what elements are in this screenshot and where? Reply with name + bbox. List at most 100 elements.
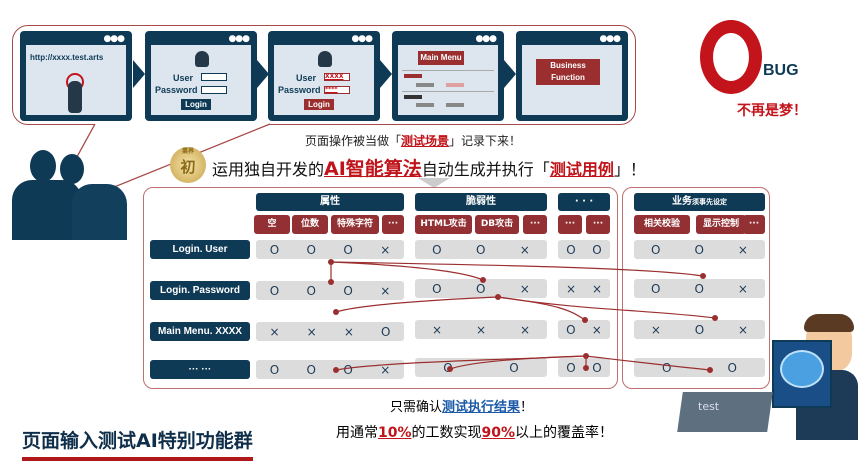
result-mark: × <box>519 281 530 296</box>
group-header-0: 属性 <box>256 193 404 211</box>
result-mark: O <box>269 283 280 298</box>
feature-title: 页面输入测试AI特别功能群 <box>22 426 253 461</box>
result-mark: O <box>432 242 442 257</box>
result-mark: O <box>343 362 353 377</box>
result-mark: × <box>380 362 391 377</box>
sub-header: 显示控制 <box>696 215 746 234</box>
sub-header: DB攻击 <box>475 215 519 234</box>
result-mark: O <box>651 242 661 257</box>
result-mark: O <box>727 360 737 375</box>
connector-dots <box>328 259 718 373</box>
result-caption: 只需确认测试执行结果！ <box>390 400 534 415</box>
result-mark: O <box>306 283 316 298</box>
user-field: XXXX <box>324 73 350 81</box>
result-cell: O O × <box>415 279 547 298</box>
caption-scenario: 页面操作被当做「测试场景」记录下来！ <box>305 134 522 148</box>
main-menu-title: Main Menu <box>418 51 464 65</box>
sub-header: 位数 <box>292 215 328 234</box>
sub-header: HTML攻击 <box>415 215 472 234</box>
tagline: 不再是梦！ <box>737 103 807 119</box>
sub-header: 相关校验 <box>634 215 690 234</box>
result-mark: O <box>566 322 576 337</box>
result-mark: × <box>591 322 602 337</box>
result-mark: O <box>694 322 705 337</box>
arrow-icon <box>133 60 145 88</box>
browser-window-url: ●●● http://xxxx.test.arts <box>20 31 132 121</box>
result-mark: × <box>737 242 748 257</box>
result-cell: ×××O <box>256 322 404 341</box>
result-mark: O <box>592 360 602 375</box>
result-mark: O <box>269 242 280 257</box>
browser-window-login-filled: ●●● User XXXX Password **** Login <box>268 31 380 121</box>
sub-header: ··· <box>586 215 610 234</box>
row-label: Login. Password <box>150 281 250 300</box>
result-cell: ×× <box>558 279 610 298</box>
result-cell: O O × <box>415 240 547 259</box>
password-field <box>201 86 227 94</box>
result-mark: O <box>432 281 442 296</box>
test-matrix <box>143 187 618 389</box>
monitor-label: test <box>698 400 720 413</box>
result-mark: O <box>343 283 353 298</box>
result-cell: O× <box>558 320 610 339</box>
people-silhouette <box>12 150 127 240</box>
result-mark: O <box>694 242 704 257</box>
row-label: Main Menu. XXXX <box>150 322 250 341</box>
sub-header: 特殊字符 <box>331 215 379 234</box>
result-mark: × <box>475 322 487 337</box>
group-header-2: · · · <box>558 193 610 211</box>
industry-first-medal: 業界初 <box>170 147 206 183</box>
tester-illustration: test <box>677 314 860 440</box>
arrow-icon <box>504 60 516 88</box>
result-mark: O <box>566 360 576 375</box>
user-field <box>201 73 227 81</box>
browser-window-login: ●●● User Password Login <box>145 31 257 121</box>
result-mark: × <box>591 281 603 296</box>
result-mark: × <box>650 322 661 337</box>
user-avatar-icon <box>195 51 209 67</box>
result-cell: O O O × <box>256 281 404 300</box>
password-field: **** <box>324 86 350 94</box>
group-header-1: 脆弱性 <box>415 193 547 211</box>
result-mark: O <box>269 362 280 377</box>
result-mark: × <box>269 324 280 339</box>
business-matrix <box>622 187 770 389</box>
sub-header: ··· <box>743 215 765 234</box>
result-mark: O <box>475 242 486 257</box>
result-mark: × <box>565 281 577 296</box>
down-arrow-icon <box>418 178 450 188</box>
sub-header: ··· <box>382 215 404 234</box>
result-mark: O <box>306 362 316 377</box>
result-mark: O <box>662 360 672 375</box>
sub-header: ··· <box>558 215 582 234</box>
sub-header: ··· <box>523 215 547 234</box>
result-mark: O <box>651 281 661 296</box>
arrow-icon <box>380 60 392 88</box>
flow-frame <box>12 25 636 125</box>
logo-text: BUG <box>763 62 799 79</box>
result-mark: × <box>737 281 748 296</box>
row-label: ··· ··· <box>150 360 250 379</box>
result-mark: × <box>306 324 317 339</box>
result-mark: × <box>380 283 391 298</box>
result-cell: × × × <box>415 320 547 339</box>
result-mark: O <box>592 242 602 257</box>
result-mark: × <box>343 324 354 339</box>
result-mark: O <box>306 242 316 257</box>
arrow-icon <box>257 60 269 88</box>
login-button: Login <box>304 99 334 110</box>
result-mark: × <box>380 242 391 257</box>
browser-window-main-menu: ●●● Main Menu <box>392 31 504 121</box>
result-mark: × <box>431 322 443 337</box>
result-mark: O <box>475 281 486 296</box>
brain-icon <box>780 350 824 388</box>
result-mark: × <box>519 322 531 337</box>
result-mark: O <box>343 242 353 257</box>
result-mark: O <box>566 242 576 257</box>
result-mark: × <box>519 242 530 257</box>
